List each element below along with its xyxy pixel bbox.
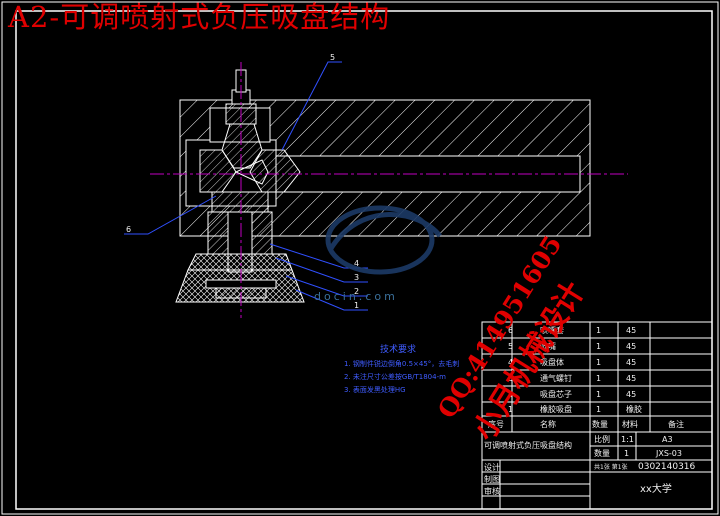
part-material-6: 45 <box>626 326 637 335</box>
part-no-6: 6 <box>508 326 514 335</box>
suction-cup <box>175 211 305 303</box>
tech-requirement-3: 3. 表面发黑处理HG <box>344 386 406 394</box>
balloon-2: 2 <box>354 287 359 296</box>
part-qty-3: 1 <box>596 374 602 383</box>
drawing-title: A2-可调喷射式负压吸盘结构 <box>8 0 391 34</box>
check-label: 审核 <box>484 487 500 496</box>
part-qty-1: 1 <box>596 405 602 414</box>
balloon-labels: 5 6 4 3 2 1 <box>126 53 359 310</box>
balloon-5: 5 <box>330 53 335 62</box>
part-qty-6: 1 <box>596 326 602 335</box>
drawing-number: JXS-03 <box>656 449 682 458</box>
scale-value: 1:1 <box>621 435 634 444</box>
school-name: xx大学 <box>640 484 672 495</box>
part-material-5: 45 <box>626 342 637 351</box>
part-name-5: 喷嘴 <box>540 342 556 351</box>
part-no-3: 3 <box>508 374 514 383</box>
tech-requirement-1: 1. 钢制件锐边倒角0.5×45°，去毛刺 <box>344 360 460 368</box>
docin-watermark-text: docin.com <box>314 290 398 303</box>
part-material-4: 45 <box>626 358 637 367</box>
part-name-1: 橡胶吸盘 <box>540 405 572 414</box>
scale-label: 比例 <box>594 435 610 444</box>
title-block-frame <box>481 321 713 510</box>
docin-logo <box>325 205 442 275</box>
header-material: 材料 <box>622 420 638 429</box>
part-name-2: 吸盘芯子 <box>540 390 572 399</box>
leader-lines <box>124 61 368 311</box>
tech-requirement-2: 2. 未注尺寸公差按GB/T1804-m <box>344 373 446 381</box>
sheet-size: A3 <box>662 435 673 444</box>
part-name-6: 喷嘴套 <box>540 326 564 335</box>
balloon-3: 3 <box>354 273 359 282</box>
part-material-3: 45 <box>626 374 637 383</box>
design-label: 设计 <box>484 463 500 472</box>
part-material-2: 45 <box>626 390 637 399</box>
part-no-5: 5 <box>508 342 514 351</box>
part-no-1: 1 <box>508 405 514 414</box>
sheet-note: 共1张 第1张 <box>594 464 628 471</box>
student-id: 0302140316 <box>638 462 696 472</box>
qty-label: 数量 <box>594 449 610 458</box>
qty-value: 1 <box>624 449 630 458</box>
part-material-1: 橡胶 <box>626 405 642 414</box>
balloon-4: 4 <box>354 259 359 268</box>
header-name: 名称 <box>540 420 556 429</box>
part-name-3: 通气螺钉 <box>540 374 572 383</box>
header-qty: 数量 <box>592 420 608 429</box>
header-no: 序号 <box>488 420 504 429</box>
header-remarks: 备注 <box>668 420 684 429</box>
part-qty-4: 1 <box>596 358 602 367</box>
balloon-6: 6 <box>126 225 131 234</box>
tech-requirements-title: 技术要求 <box>380 345 417 355</box>
part-no-2: 2 <box>508 390 514 399</box>
part-qty-5: 1 <box>596 342 602 351</box>
part-no-4: 4 <box>508 358 514 367</box>
inner-border <box>15 10 713 510</box>
title-block-name: 可调喷射式负压吸盘结构 <box>484 441 572 450</box>
balloon-1: 1 <box>354 301 359 310</box>
part-qty-2: 1 <box>596 390 602 399</box>
center-lines <box>150 62 628 318</box>
part-name-4: 吸盘体 <box>540 358 564 367</box>
drawing-label: 制图 <box>484 475 500 484</box>
